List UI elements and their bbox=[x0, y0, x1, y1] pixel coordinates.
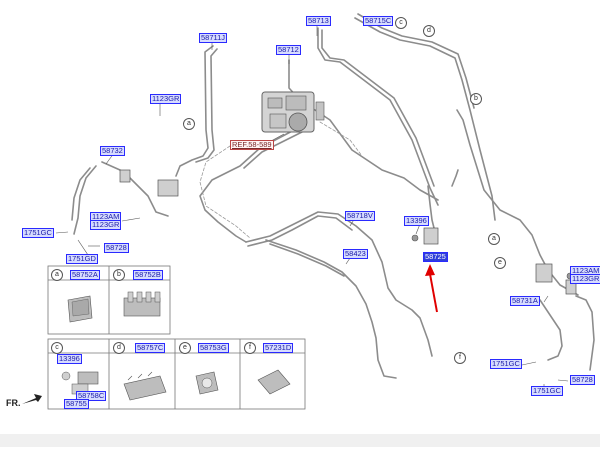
legend-part-b-drawing bbox=[123, 291, 161, 317]
callout-a: a bbox=[183, 118, 195, 130]
legend-part-a-drawing bbox=[67, 295, 93, 323]
part-label[interactable]: 1751GD bbox=[66, 254, 98, 264]
abs-module-drawing bbox=[261, 91, 325, 133]
part-label[interactable]: 1751GC bbox=[490, 359, 522, 369]
legend-code-c1[interactable]: 13396 bbox=[57, 354, 82, 364]
legend-part-d-drawing bbox=[123, 371, 167, 401]
callout-c: c bbox=[395, 17, 407, 29]
brake-line-58731A bbox=[456, 109, 579, 296]
legend-letter-a: a bbox=[51, 269, 63, 281]
reference-link[interactable]: REF.58-589 bbox=[230, 140, 274, 150]
legend-code-d[interactable]: 58757C bbox=[135, 343, 166, 353]
part-label[interactable]: 58711J bbox=[199, 33, 228, 43]
legend-letter-b: b bbox=[113, 269, 125, 281]
brake-line-58718V bbox=[245, 211, 433, 357]
part-label[interactable]: 58728 bbox=[570, 375, 595, 385]
legend-letter-e: e bbox=[179, 342, 191, 354]
legend-part-e-drawing bbox=[195, 371, 219, 395]
callout-f: f bbox=[454, 352, 466, 364]
part-label[interactable]: 58728 bbox=[104, 243, 129, 253]
legend-code-c3[interactable]: 58755 bbox=[64, 399, 89, 409]
selected-part-label[interactable]: 58725 bbox=[423, 252, 448, 262]
legend-table bbox=[47, 265, 306, 410]
legend-code-a[interactable]: 58752A bbox=[70, 270, 100, 280]
callout-a-right: a bbox=[488, 233, 500, 245]
bracket-left-drawing bbox=[119, 169, 179, 197]
brake-line-58732 bbox=[73, 165, 97, 235]
part-label[interactable]: 58732 bbox=[100, 146, 125, 156]
connector-58725-drawing bbox=[411, 227, 439, 245]
legend-code-b[interactable]: 58752B bbox=[133, 270, 163, 280]
front-marker: FR. bbox=[6, 398, 21, 408]
part-label[interactable]: 58712 bbox=[276, 45, 301, 55]
callout-b: b bbox=[470, 93, 482, 105]
part-label[interactable]: 1751GC bbox=[531, 386, 563, 396]
part-label[interactable]: 58713 bbox=[306, 16, 331, 26]
legend-letter-d: d bbox=[113, 342, 125, 354]
callout-d: d bbox=[423, 25, 435, 37]
part-label[interactable]: 13396 bbox=[404, 216, 429, 226]
brake-line-58711J bbox=[175, 45, 214, 177]
legend-code-f[interactable]: 57231D bbox=[263, 343, 294, 353]
legend-letter-f: f bbox=[244, 342, 256, 354]
part-label[interactable]: 1123GR bbox=[150, 94, 182, 104]
brake-line-58715C bbox=[354, 17, 496, 221]
highlight-arrow bbox=[425, 264, 438, 313]
legend-letter-c: c bbox=[51, 342, 63, 354]
part-label[interactable]: 1123GR bbox=[570, 274, 600, 284]
part-label[interactable]: 1123GR bbox=[90, 220, 122, 230]
callout-e: e bbox=[494, 257, 506, 269]
part-label[interactable]: 58423 bbox=[343, 249, 368, 259]
brake-line-to-a bbox=[199, 127, 299, 243]
part-label[interactable]: 1751GC bbox=[22, 228, 54, 238]
legend-code-c2[interactable]: 58758C bbox=[76, 391, 107, 401]
front-arrow-icon bbox=[22, 394, 42, 404]
bottom-strip bbox=[0, 434, 600, 447]
part-label[interactable]: 58731A bbox=[510, 296, 540, 306]
brake-line-58713 bbox=[317, 27, 439, 206]
brake-line-58423 bbox=[265, 239, 397, 379]
legend-part-c-drawing bbox=[61, 371, 99, 395]
legend-part-f-drawing bbox=[257, 369, 291, 395]
part-label[interactable]: 58715C bbox=[363, 16, 394, 26]
legend-code-e[interactable]: 58753G bbox=[198, 343, 229, 353]
part-label[interactable]: 58718V bbox=[345, 211, 375, 221]
